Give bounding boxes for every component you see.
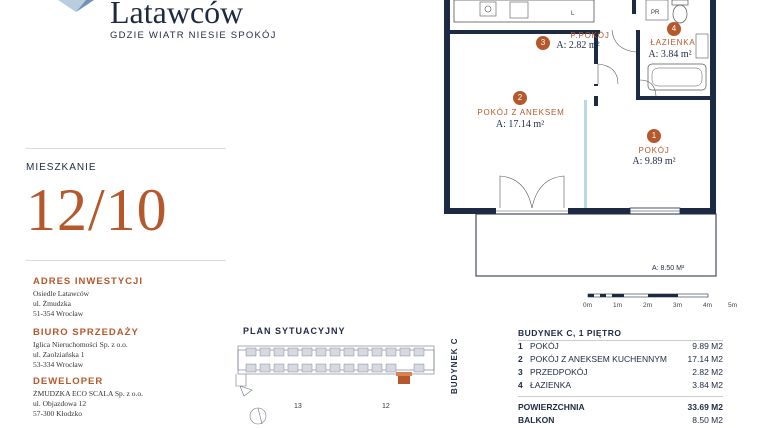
wall-bottom-right: [680, 208, 716, 214]
room-3-area: A: 2.82 m²: [556, 40, 600, 51]
developer-address: ŻMUDZKA ECO SCALA Sp. z o.o.ul. Objazdow…: [33, 389, 144, 418]
room-1-area: A: 9.89 m²: [632, 156, 676, 167]
washing-machine: [645, 0, 669, 21]
divider: [518, 396, 723, 397]
scale-label: 0m: [583, 302, 593, 309]
fixture-l: L: [571, 11, 575, 17]
balcony: [475, 213, 717, 277]
balcony-area: A: 8.50 M²: [652, 265, 685, 272]
room-3-name: P.POKÓJ: [570, 31, 610, 40]
balcony-door: [499, 175, 533, 209]
wall-partition-vertical: [632, 0, 636, 14]
floor-plan: L PR A: 8.50 M²: [444, 0, 717, 298]
kitchen-wall: [450, 30, 600, 34]
apartment-number: 12/10: [26, 177, 168, 243]
sales-heading: BIURO SPRZEDAŻY: [33, 327, 139, 338]
scale-bar: [587, 293, 709, 298]
sales-address: Iglica Nieruchomości Sp. z o.o.ul. Zaolz…: [33, 340, 128, 369]
fixture-pr: PR: [651, 10, 660, 16]
toilet: [672, 4, 688, 24]
logo-tagline: GDZIE WIATR NIESIE SPOKÓJ: [110, 30, 277, 41]
room-2-number: 2: [513, 91, 527, 105]
divider: [26, 148, 226, 149]
scale-label: 5m: [728, 302, 738, 309]
summary-heading: BUDYNEK C, 1 PIĘTRO: [518, 328, 622, 338]
site-plan-title: PLAN SYTUACYJNY: [243, 326, 346, 336]
room-2-area: A: 17.14 m²: [495, 119, 545, 130]
wall-left: [444, 0, 450, 214]
scale-label: 1m: [613, 302, 623, 309]
kitchen-counter: [453, 0, 595, 23]
room-4-number: 4: [667, 22, 681, 36]
scale-label: 2m: [643, 302, 653, 309]
divider: [518, 340, 723, 341]
apartment-label: MIESZKANIE: [26, 162, 97, 173]
room-4-name: ŁAZIENKA: [650, 38, 696, 47]
scale-label: 3m: [673, 302, 683, 309]
developer-heading: DEWELOPER: [33, 376, 104, 387]
kite-logo-icon: [58, 0, 94, 12]
room-3-number: 3: [536, 36, 550, 50]
compass-icon: [249, 407, 267, 425]
site-number-12: 12: [382, 403, 390, 410]
highlighted-apartment: [398, 374, 410, 384]
bathtub: [647, 63, 707, 91]
site-number-13: 13: [294, 403, 302, 410]
building-label: BUDYNEK C: [450, 337, 459, 394]
room-4-area: A: 3.84 m²: [648, 49, 692, 60]
wall-right: [710, 0, 716, 214]
room-1-number: 1: [647, 129, 661, 143]
glass-partition: [584, 100, 587, 208]
wall-bottom-left: [444, 208, 496, 214]
divider: [26, 260, 226, 261]
investment-heading: ADRES INWESTYCJI: [33, 276, 143, 287]
room-1-name: POKÓJ: [638, 146, 670, 155]
logo-title: Latawców: [110, 0, 244, 30]
wall-bottom-mid: [568, 208, 630, 214]
room-2-name: POKÓJ Z ANEKSEM: [477, 108, 565, 117]
scale-label: 4m: [703, 302, 713, 309]
site-plan-map: 13 12: [235, 345, 435, 425]
